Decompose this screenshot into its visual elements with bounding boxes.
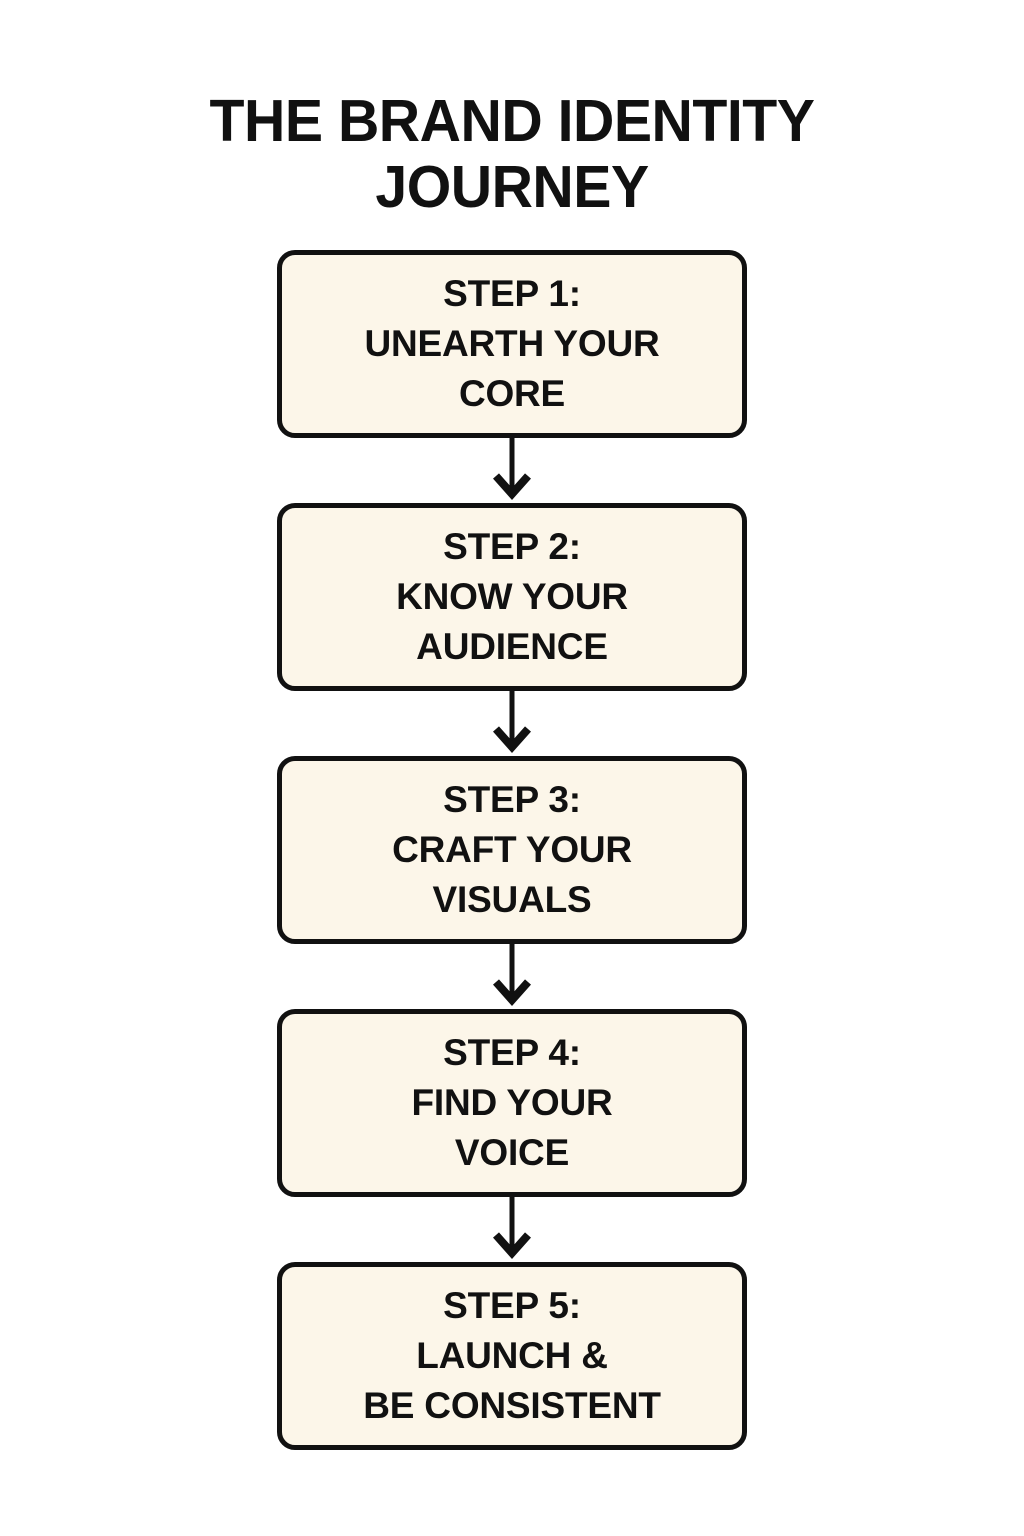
flowchart: STEP 1: UNEARTH YOUR CORE STEP 2: KNOW Y… (0, 250, 1024, 1450)
step-box-3[interactable]: STEP 3: CRAFT YOUR VISUALS (277, 756, 747, 944)
page-title: THE BRAND IDENTITY JOURNEY (209, 87, 815, 220)
step-1-line-1: STEP 1: (443, 273, 581, 314)
step-3-line-3: VISUALS (432, 879, 592, 920)
down-arrow-icon-1 (482, 438, 542, 503)
down-arrow-icon-3 (482, 944, 542, 1009)
down-arrow-icon-2 (482, 691, 542, 756)
step-box-2[interactable]: STEP 2: KNOW YOUR AUDIENCE (277, 503, 747, 691)
step-box-5[interactable]: STEP 5: LAUNCH & BE CONSISTENT (277, 1262, 747, 1450)
step-5-line-3: BE CONSISTENT (363, 1385, 661, 1426)
step-4-line-3: VOICE (454, 1132, 570, 1173)
step-2-line-2: KNOW YOUR (396, 576, 628, 617)
step-3-line-1: STEP 3: (443, 779, 581, 820)
step-5-line-1: STEP 5: (443, 1285, 581, 1326)
step-4-line-1: STEP 4: (443, 1032, 581, 1073)
step-2-line-1: STEP 2: (443, 526, 581, 567)
step-3-line-2: CRAFT YOUR (392, 829, 632, 870)
step-4-line-2: FIND YOUR (411, 1082, 613, 1123)
step-box-1[interactable]: STEP 1: UNEARTH YOUR CORE (277, 250, 747, 438)
step-1-line-2: UNEARTH YOUR (364, 323, 660, 364)
step-box-4[interactable]: STEP 4: FIND YOUR VOICE (277, 1009, 747, 1197)
step-1-line-3: CORE (458, 373, 566, 414)
down-arrow-icon-4 (482, 1197, 542, 1262)
step-5-line-2: LAUNCH & (416, 1335, 608, 1376)
step-2-line-3: AUDIENCE (416, 626, 608, 667)
